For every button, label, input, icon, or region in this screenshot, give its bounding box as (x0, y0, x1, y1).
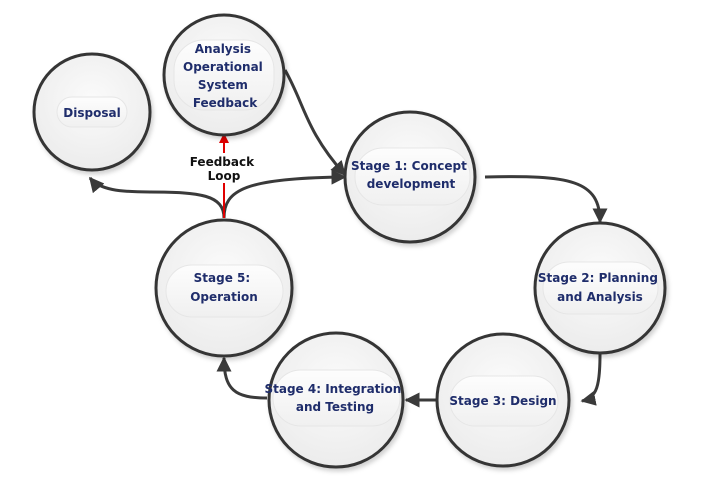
node-disposal-label: Disposal (63, 106, 120, 120)
node-stage5[interactable] (154, 218, 294, 358)
label-line: Stage 2: Planning (538, 271, 658, 285)
node-stage1[interactable] (343, 110, 477, 244)
node-stage3-label: Stage 3: Design (449, 394, 556, 408)
label-line: Stage 3: Design (449, 394, 556, 408)
node-stage4-label: Stage 4: Integration and Testing (264, 382, 405, 414)
label-line: Operation (190, 290, 258, 304)
label-line: and Analysis (557, 290, 643, 304)
feedback-label-bg (192, 153, 256, 183)
label-line: System (198, 78, 248, 92)
label-line: Stage 1: Concept (351, 159, 467, 173)
node-disposal[interactable] (32, 52, 152, 172)
feedback-loop-label: Feedback Loop (190, 155, 259, 183)
label-line: Feedback (190, 155, 255, 169)
node-stage4[interactable] (267, 331, 405, 469)
label-line: Stage 4: Integration (264, 382, 401, 396)
node-stage5-label: Stage 5: Operation (190, 271, 258, 304)
edge-stage4-to-stage5 (216, 356, 268, 400)
label-line: development (367, 177, 456, 191)
node-stage1-label: Stage 1: Concept development (351, 159, 471, 191)
label-line: and Testing (296, 400, 374, 414)
edge-analysis-to-stage1 (283, 69, 347, 177)
node-stage3[interactable] (435, 332, 571, 468)
label-line: Loop (208, 169, 241, 183)
connectors (88, 69, 608, 408)
node-stage2-label: Stage 2: Planning and Analysis (538, 271, 662, 304)
label-line: Disposal (63, 106, 120, 120)
label-line: Analysis (195, 42, 251, 56)
edge-stage2-to-stage3 (580, 353, 602, 406)
node-analysis-label: Analysis Operational System Feedback (183, 42, 267, 110)
label-line: Stage 5: (194, 271, 251, 285)
node-analysis[interactable] (162, 13, 286, 137)
node-stage2[interactable] (533, 221, 667, 355)
label-line: Feedback (193, 96, 258, 110)
label-line: Operational (183, 60, 263, 74)
edge-stage1-to-stage2 (484, 175, 608, 224)
edge-stage5-to-disposal (88, 176, 226, 219)
edge-stage5-to-stage1 (222, 169, 347, 219)
